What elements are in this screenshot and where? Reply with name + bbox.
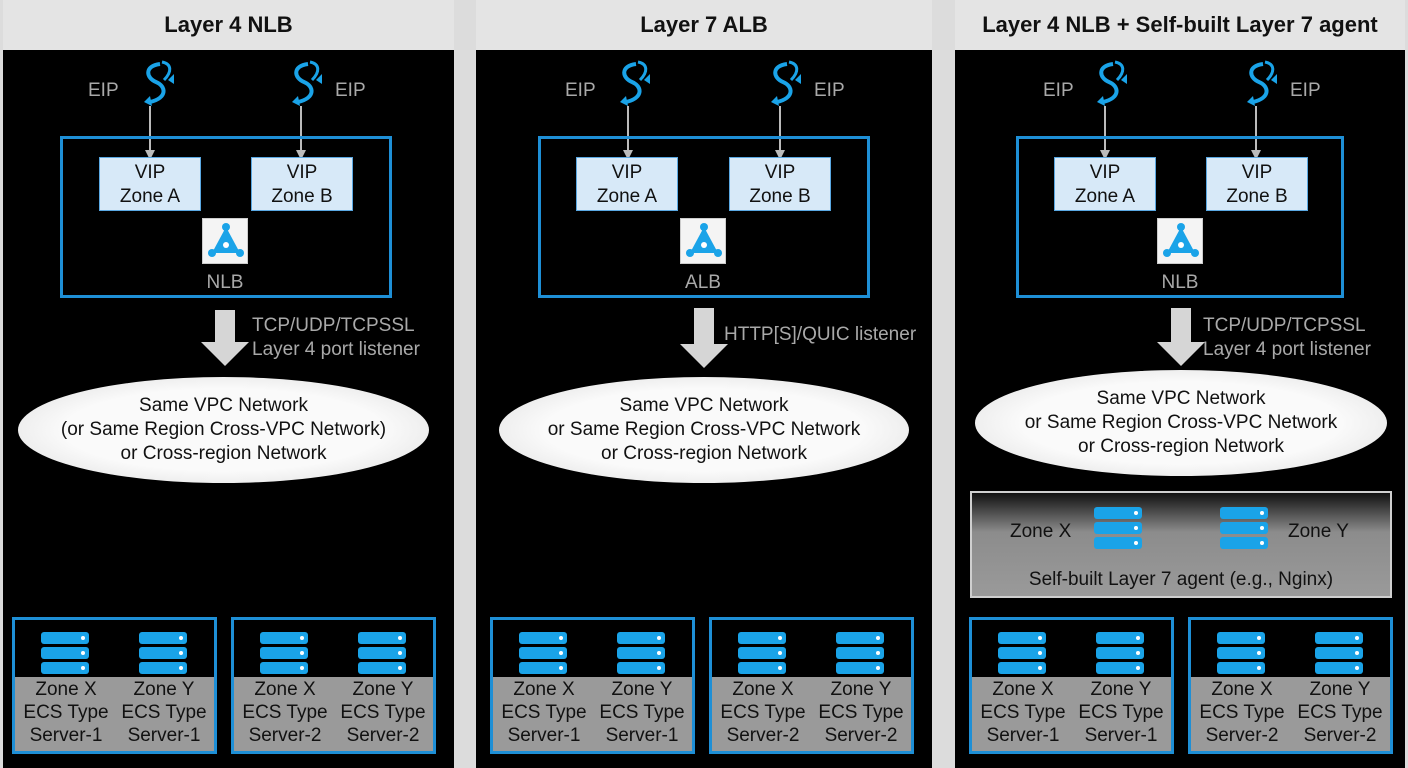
- down-arrow-icon: [680, 308, 728, 368]
- load-balancer-icon: [680, 218, 726, 264]
- eip-swirl-icon: [771, 60, 801, 106]
- load-balancer-name: ALB: [685, 272, 721, 293]
- connector-lines: [1100, 106, 1261, 160]
- eip-swirl-icon: [1097, 60, 1127, 106]
- server-stack-icon: [41, 632, 187, 674]
- eip-swirl-icon: [1247, 60, 1277, 106]
- connector-lines: [623, 106, 785, 160]
- eip-swirl-icon: [144, 60, 174, 106]
- panel-title: Layer 7 ALB: [476, 0, 932, 50]
- load-balancer-box: [1016, 136, 1344, 298]
- agent-zone-y: Zone Y: [1288, 521, 1349, 542]
- server-stack-icon: [998, 632, 1144, 674]
- agent-label: Self-built Layer 7 agent (e.g., Nginx): [1028, 569, 1334, 590]
- load-balancer-name: NLB: [1161, 272, 1199, 293]
- self-built-agent-box: Zone X Zone Y Self-built Layer 7 agent (…: [970, 491, 1392, 598]
- server-stack-icon: [519, 632, 665, 674]
- eip-swirl-icon: [292, 60, 322, 106]
- eip-label-left: EIP: [1043, 80, 1074, 101]
- network-ellipse: Same VPC Network or Same Region Cross-VP…: [975, 370, 1387, 476]
- network-ellipse: Same VPC Network or Same Region Cross-VP…: [499, 377, 909, 483]
- panel-layer4-nlb-layer7-agent: Layer 4 NLB + Self-built Layer 7 agent E…: [955, 0, 1405, 768]
- server-stack-icon: [1094, 507, 1268, 549]
- load-balancer-box: [60, 136, 392, 298]
- server-stack-icon: [1217, 632, 1363, 674]
- eip-label-left: EIP: [88, 80, 119, 101]
- load-balancer-icon: [202, 218, 248, 264]
- listener-text: TCP/UDP/TCPSSL Layer 4 port listener: [1203, 315, 1371, 360]
- network-ellipse: Same VPC Network (or Same Region Cross-V…: [18, 377, 429, 483]
- eip-label-right: EIP: [814, 80, 845, 101]
- listener-text: HTTP[S]/QUIC listener: [724, 324, 917, 345]
- listener-text: TCP/UDP/TCPSSL Layer 4 port listener: [252, 315, 420, 360]
- load-balancer-icon: [1157, 218, 1203, 264]
- agent-zone-x: Zone X: [1010, 521, 1072, 542]
- server-stack-icon: [260, 632, 406, 674]
- eip-label-right: EIP: [335, 80, 366, 101]
- panel-title: Layer 4 NLB + Self-built Layer 7 agent: [955, 0, 1405, 50]
- eip-swirl-icon: [620, 60, 650, 106]
- down-arrow-icon: [1157, 308, 1205, 366]
- down-arrow-icon: [201, 310, 249, 366]
- eip-label-left: EIP: [565, 80, 596, 101]
- load-balancer-name: NLB: [206, 272, 244, 293]
- server-stack-icon: [738, 632, 884, 674]
- load-balancer-box: [538, 136, 870, 298]
- panel-title: Layer 4 NLB: [3, 0, 454, 50]
- connector-lines: [145, 106, 306, 160]
- eip-label-right: EIP: [1290, 80, 1321, 101]
